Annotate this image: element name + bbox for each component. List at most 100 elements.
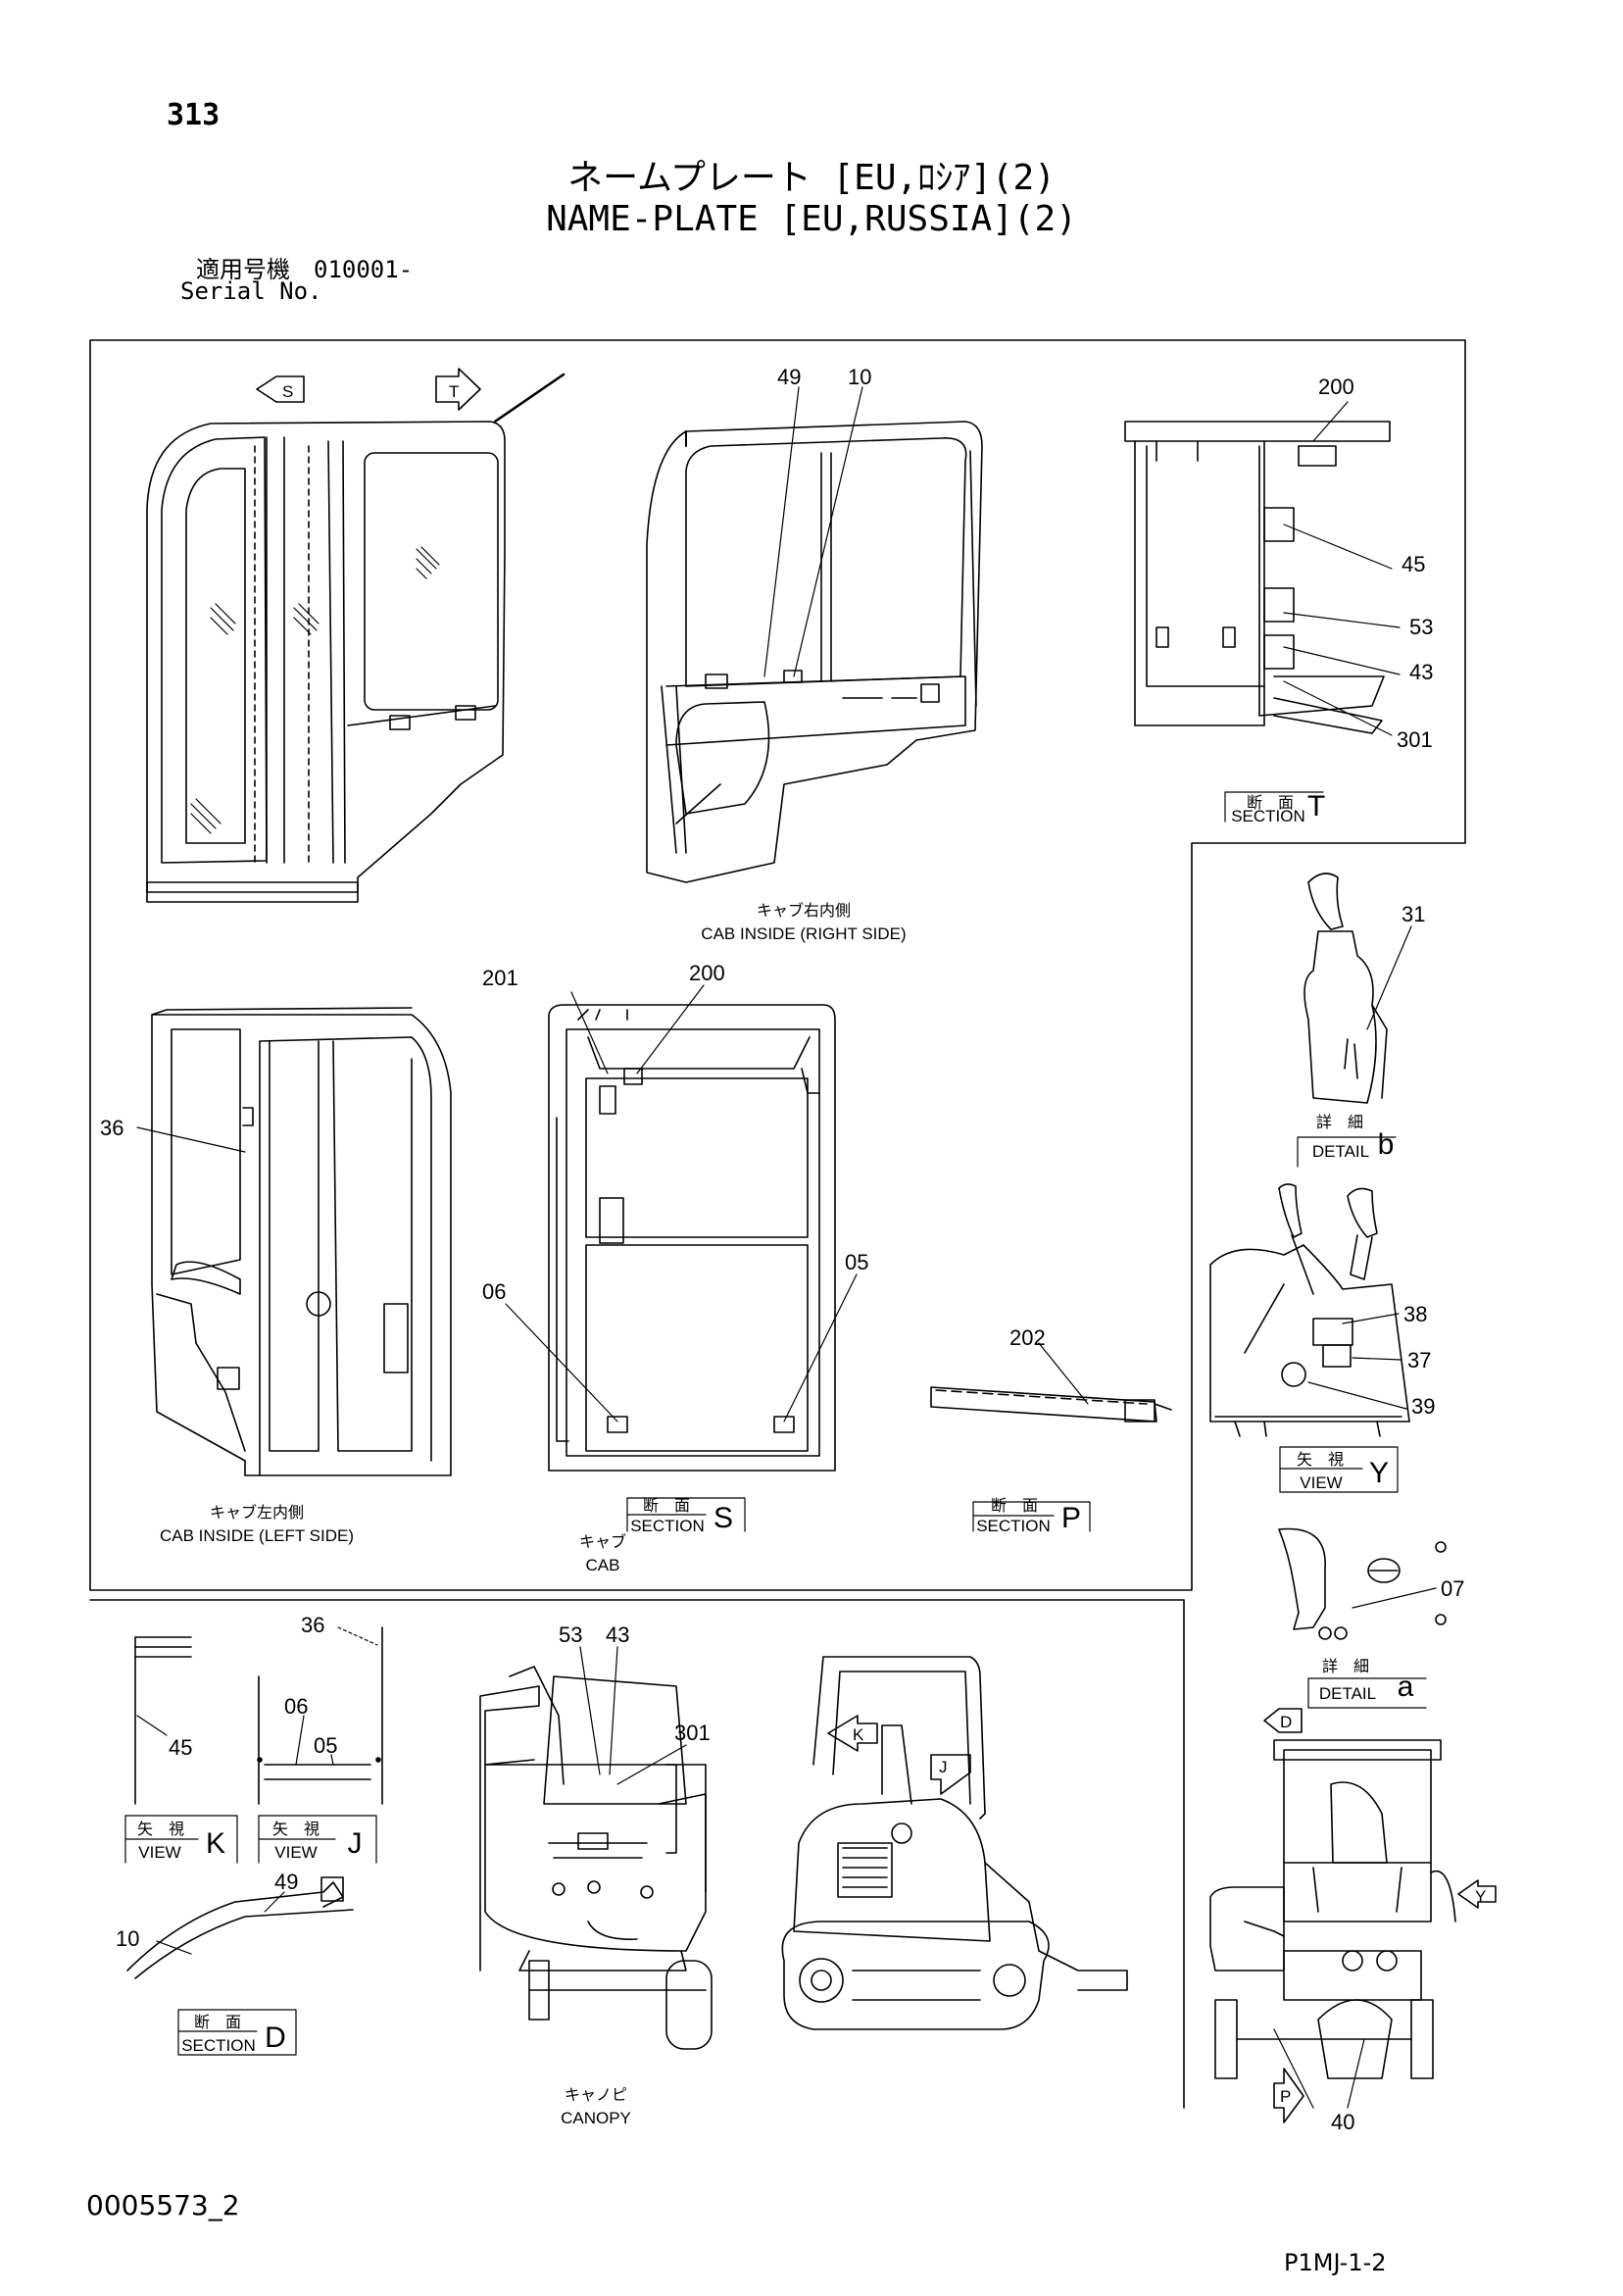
view-captions: キャブ右内側 CAB INSIDE (RIGHT SIDE) キャブ左内側 CA… [160, 901, 907, 2127]
caption-cab-left-en: CAB INSIDE (LEFT SIDE) [160, 1526, 354, 1545]
callout-37: 37 [1407, 1348, 1431, 1373]
section-label-p: P [1061, 1502, 1081, 1534]
section-p-drawing [930, 1386, 1172, 1423]
serial-english: Serial No. [180, 277, 322, 305]
caption-cab-en: CAB [586, 1556, 620, 1574]
section-label-t: T [1307, 790, 1325, 823]
callout-36: 36 [100, 1116, 123, 1140]
view-arrow-s: S [282, 382, 293, 401]
section-t-drawing [1124, 421, 1391, 734]
callout-39: 39 [1411, 1394, 1435, 1419]
caption-cab-right-en: CAB INSIDE (RIGHT SIDE) [701, 924, 906, 943]
caption-cab-right-jp: キャブ右内側 [757, 901, 851, 920]
svg-text:VIEW: VIEW [138, 1843, 180, 1862]
svg-text:断 面: 断 面 [991, 1496, 1038, 1515]
caption-cab-jp: キャブ [579, 1532, 626, 1551]
view-y-box: 矢 視 VIEW Y [1279, 1446, 1399, 1493]
view-j-box: 矢 視 VIEW J [258, 1815, 377, 1864]
svg-text:断 面: 断 面 [643, 1496, 690, 1515]
callout-07: 07 [1441, 1576, 1464, 1601]
svg-text:DETAIL: DETAIL [1312, 1142, 1369, 1161]
callout-10: 10 [848, 365, 871, 389]
detail-label-a: a [1398, 1671, 1414, 1703]
view-label-j: J [348, 1827, 363, 1860]
callout-36-view-k: 36 [301, 1613, 324, 1637]
callout-38: 38 [1403, 1302, 1427, 1326]
view-label-y: Y [1369, 1457, 1389, 1489]
callout-06: 06 [482, 1279, 506, 1304]
svg-text:SECTION: SECTION [976, 1517, 1051, 1535]
small-view-drawings [126, 1626, 383, 1979]
callout-numbers: 49 10 200 45 53 43 301 31 201 200 36 06 … [100, 365, 1464, 2134]
document-id: 0005573_2 [86, 2189, 240, 2221]
section-label-d: D [265, 2021, 286, 2054]
label-boxes: 断 面 SECTION T 詳 細 DETAIL b 断 面 SECTION S [124, 790, 1427, 2056]
callout-200-section-s: 200 [689, 961, 725, 985]
caption-canopy-jp: キャノピ [565, 2085, 627, 2104]
callout-43-cab: 43 [606, 1622, 629, 1647]
view-arrow-p: P [1280, 2087, 1291, 2106]
callout-49-section-d: 49 [274, 1870, 298, 1894]
svg-text:矢 視: 矢 視 [1297, 1450, 1344, 1469]
view-arrow-t: T [449, 382, 459, 401]
detail-a-drawing [1278, 1527, 1447, 1640]
view-arrow-y: Y [1475, 1887, 1486, 1906]
callout-53-cab: 53 [559, 1622, 582, 1647]
view-arrow-j: J [939, 1758, 948, 1776]
leader-lines [136, 386, 1437, 2109]
title-japanese: ネームプレート [EU,ﾛｼｱ](2) [567, 158, 1056, 198]
section-p-box: 断 面 SECTION P [972, 1496, 1091, 1535]
callout-43: 43 [1409, 660, 1433, 684]
svg-text:VIEW: VIEW [274, 1843, 317, 1862]
svg-text:矢 視: 矢 視 [137, 1820, 184, 1838]
svg-text:VIEW: VIEW [1300, 1473, 1342, 1492]
callout-05-view-j: 05 [314, 1733, 337, 1758]
cab-exterior-drawing: S T [146, 368, 566, 903]
page-number: 313 [167, 98, 221, 132]
section-d-box: 断 面 SECTION D [177, 2009, 297, 2056]
callout-49: 49 [777, 365, 801, 389]
callout-202: 202 [1009, 1325, 1046, 1350]
serial-japanese: 適用号機 010001- [196, 256, 414, 283]
cab-right-inside-drawing [646, 421, 983, 883]
detail-label-b: b [1378, 1128, 1395, 1161]
callout-201: 201 [482, 966, 518, 990]
caption-canopy-en: CANOPY [561, 2109, 631, 2127]
excavator-rear-drawing [479, 1666, 713, 2050]
excavator-side-drawing: K J [781, 1656, 1128, 2030]
callout-53: 53 [1409, 615, 1433, 639]
callout-301: 301 [1397, 727, 1433, 752]
callout-06-view-j: 06 [284, 1694, 308, 1719]
detail-b-drawing [1303, 873, 1388, 1104]
section-label-s: S [713, 1502, 733, 1534]
detail-b-box: 詳 細 DETAIL b [1297, 1113, 1397, 1168]
section-t-box: 断 面 SECTION T [1224, 790, 1325, 825]
svg-text:断 面: 断 面 [194, 2013, 241, 2031]
callout-05: 05 [845, 1250, 868, 1274]
detail-a-box: 詳 細 DETAIL a [1307, 1657, 1427, 1709]
svg-text:詳 細: 詳 細 [1316, 1113, 1363, 1131]
svg-text:SECTION: SECTION [1231, 807, 1305, 825]
view-y-drawing [1209, 1183, 1410, 1437]
callout-301-cab: 301 [674, 1721, 711, 1745]
svg-text:詳 細: 詳 細 [1322, 1657, 1369, 1675]
svg-text:断 面: 断 面 [1247, 793, 1294, 812]
frame-lines [89, 339, 1466, 2109]
cab-left-inside-drawing [151, 1007, 452, 1476]
callout-31: 31 [1402, 902, 1425, 926]
svg-text:SECTION: SECTION [181, 2036, 256, 2055]
callout-45-view-k: 45 [169, 1735, 192, 1760]
caption-cab-left-jp: キャブ左内側 [210, 1503, 304, 1522]
title-english: NAME-PLATE [EU,RUSSIA](2) [546, 199, 1077, 239]
svg-text:SECTION: SECTION [630, 1517, 705, 1535]
section-s-box: 断 面 SECTION S [626, 1496, 746, 1535]
callout-45: 45 [1402, 552, 1425, 576]
page-code: P1MJ-1-2 [1284, 2249, 1387, 2276]
callout-200: 200 [1318, 374, 1354, 399]
callout-40: 40 [1331, 2110, 1354, 2134]
svg-text:矢 視: 矢 視 [272, 1820, 320, 1838]
view-arrow-d: D [1280, 1713, 1292, 1731]
view-label-k: K [206, 1827, 225, 1860]
